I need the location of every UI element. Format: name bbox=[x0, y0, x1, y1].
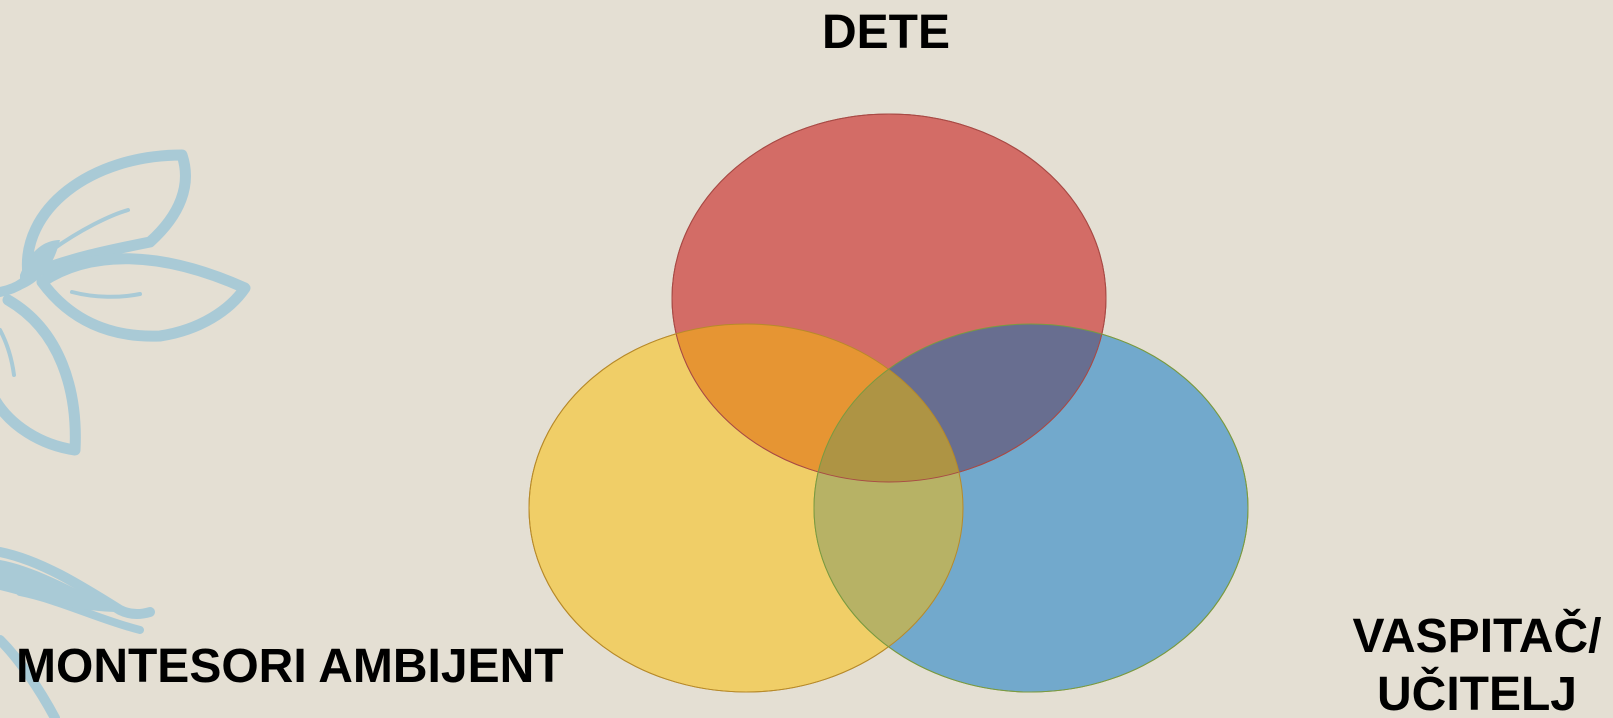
label-vaspitac-ucitelj: VASPITAČ/ UČITELJ bbox=[1342, 608, 1612, 718]
label-montesori-ambijent: MONTESORI AMBIJENT bbox=[16, 640, 564, 693]
overlap-center bbox=[814, 324, 963, 482]
leaf-branch-icon bbox=[0, 149, 251, 718]
label-dete: DETE bbox=[822, 6, 951, 59]
label-vaspitac-line2: UČITELJ bbox=[1376, 668, 1577, 718]
label-vaspitac-line1: VASPITAČ/ bbox=[1352, 610, 1602, 663]
